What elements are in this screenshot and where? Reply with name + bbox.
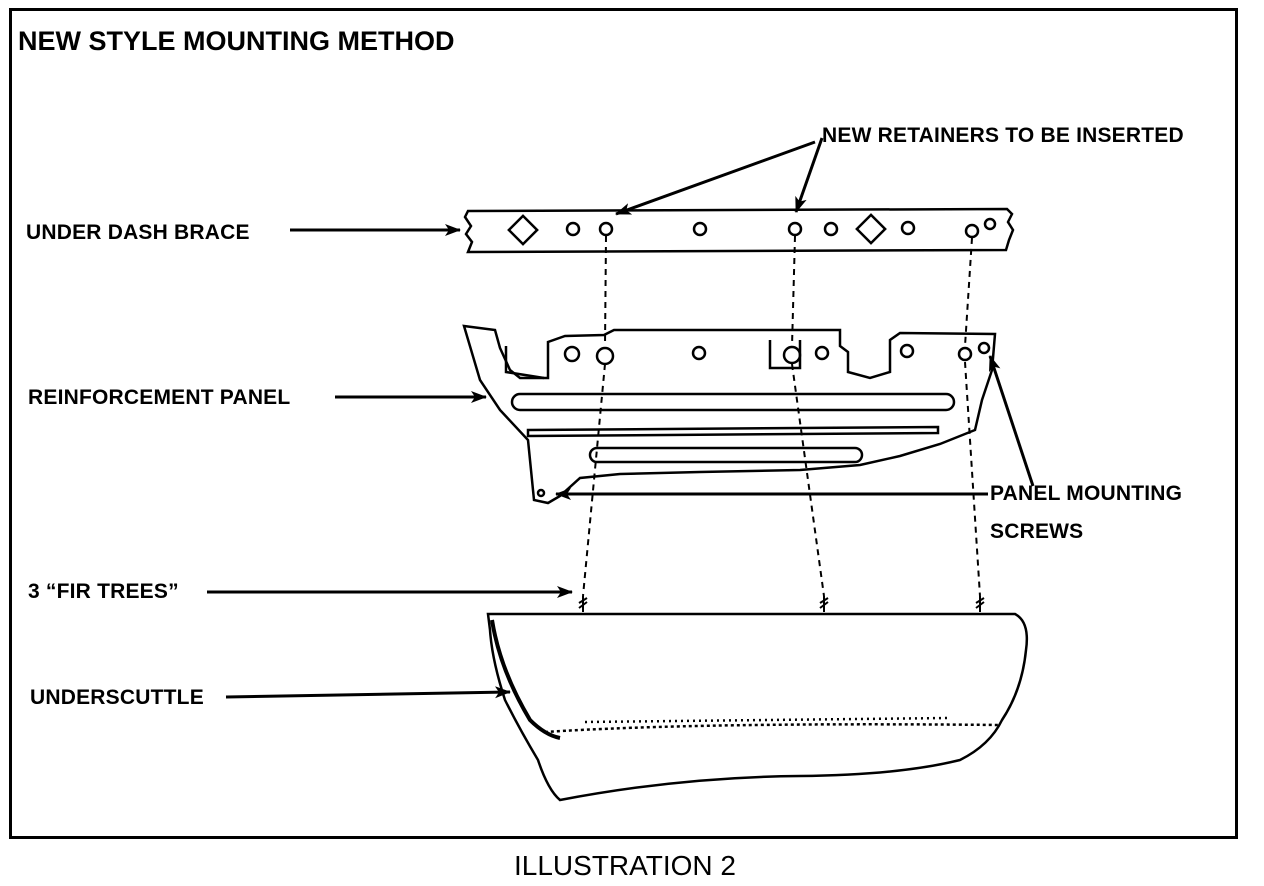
leader-arrows	[207, 137, 1035, 699]
label-reinforcement-panel: REINFORCEMENT PANEL	[28, 386, 291, 409]
arrow-retainer-left	[615, 140, 816, 216]
caption-text: ILLUSTRATION 2	[514, 850, 736, 881]
fir-tree-fasteners	[578, 596, 985, 612]
label-underscuttle: UNDERSCUTTLE	[30, 686, 204, 709]
label-screws: SCREWS	[990, 520, 1084, 543]
alignment-lines	[582, 235, 981, 597]
arrow-retainer-right	[794, 137, 824, 213]
arrow-underscuttle	[225, 686, 511, 699]
label-new-retainers: NEW RETAINERS TO BE INSERTED	[822, 124, 1184, 147]
diagram-title: NEW STYLE MOUNTING METHOD	[18, 26, 455, 56]
under-dash-brace	[463, 207, 1015, 254]
label-under-dash-brace: UNDER DASH BRACE	[26, 221, 250, 244]
reinforcement-panel	[462, 324, 997, 505]
label-panel-mounting: PANEL MOUNTING	[990, 482, 1183, 505]
illustration-caption: ILLUSTRATION 2	[0, 850, 1264, 882]
label-fir-trees: 3 “FIR TREES”	[28, 580, 179, 603]
underscuttle-panel	[486, 612, 1029, 802]
arrow-screw-upper	[988, 355, 1035, 487]
diagram-frame	[9, 8, 1238, 839]
